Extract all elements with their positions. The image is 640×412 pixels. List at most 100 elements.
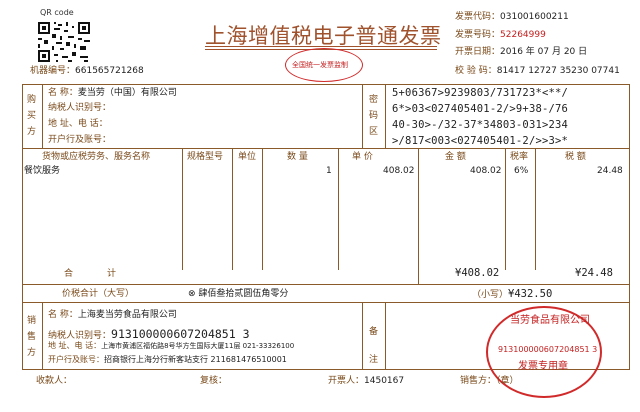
rule-remarks-left [362,302,363,370]
rule-col-rate [505,148,506,270]
drawer-label: 开票人： [328,376,365,386]
payee-field: 收款人： [36,376,72,387]
invoice-seal: 当劳食品有限公司 913100000607204851 3 发票专用章 [486,306,602,398]
rule-col-spec [182,148,183,270]
seller-bank-value: 招商银行上海分行新客站支行 211681476510001 [104,355,287,364]
rule-col-tax [535,148,536,270]
buyer-bank-label: 开户行及账号： [48,135,112,145]
seller-tax-id-label: 纳税人识别号： [48,331,112,341]
drawer-value: 1450167 [364,376,405,386]
payee-label: 收款人： [36,376,73,386]
seller-name-field: 名 称：上海麦当劳食品有限公司 [48,310,177,321]
total-small-label: （小写） [472,290,509,300]
machine-no-value: 661565721268 [75,66,144,76]
item-rate: 6% [514,166,529,176]
item-price: 408.02 [383,166,415,176]
buyer-address-label: 地 址、电 话： [48,119,108,129]
remarks-label: 备注 [369,327,379,365]
supervision-stamp: 全国统一发票监制 [285,48,363,82]
buyer-address-field: 地 址、电 话： [48,119,108,130]
item-tax: 24.48 [597,166,623,176]
check-code-label: 校 验 码： [455,66,497,76]
total-small-field: （小写）¥432.50 [472,289,552,301]
reviewer-field: 复核： [200,376,227,387]
col-header-price: 单 价 [352,152,373,162]
rule-after-total [22,302,630,303]
buyer-bank-field: 开户行及账号： [48,135,111,146]
qr-code-icon [36,20,92,64]
invoice-no-label: 发票号码： [455,30,501,40]
rule-cipher-left [362,84,363,148]
buyer-name-label: 名 称： [48,88,78,98]
col-header-amount: 金 额 [445,152,466,162]
seller-section-label: 销售方 [27,316,37,358]
issue-date-field: 开票日期：2016 年 07 月 20 日 [455,47,587,58]
seller-tax-id-field: 纳税人识别号：913100000607204851 3 [48,323,250,342]
invoice-no-field: 发票号码：52264999 [455,30,546,41]
cipher-line: 6*>03<027405401-2/>9+38-/76 [392,103,569,115]
invoice-no-value: 52264999 [500,30,546,40]
col-header-name: 货物或应税劳务、服务名称 [42,152,151,162]
buyer-tax-id-field: 纳税人识别号： [48,103,111,114]
supervision-stamp-text: 全国统一发票监制 [292,61,348,69]
seal-tax-id: 913100000607204851 3 [498,345,598,354]
buyer-name-value: 麦当劳（中国）有限公司 [77,88,177,98]
seller-bank-field: 开户行及账号：招商银行上海分行新客站支行 211681476510001 [48,355,287,365]
subtotal-amount: ¥408.02 [455,267,500,279]
seller-address-value: 上海市黄浦区福佑路8号华方生国际大厦11层 021-33326100 [101,342,295,350]
rule-col-unit [232,148,233,270]
seller-bank-label: 开户行及账号： [48,355,104,364]
machine-no-label: 机器编号： [30,66,76,76]
drawer-field: 开票人：1450167 [328,376,404,387]
invoice-title: 上海增值税电子普通发票 [205,24,442,48]
seller-stamp-label: 销售方：（章） [460,376,519,386]
subtotal-label-right: 计 [107,269,117,279]
rule-col-price [338,148,339,270]
seller-name-label: 名 称： [48,310,78,320]
subtotal-label-left: 合 [64,269,74,279]
col-header-qty: 数 量 [287,152,308,162]
rule-after-buyer [22,148,630,149]
invoice-table [22,84,630,370]
seller-stamp-field: 销售方：（章） [460,376,519,387]
invoice-code-label: 发票代码： [455,12,501,22]
qr-label: QR code [40,8,74,17]
seller-name-value: 上海麦当劳食品有限公司 [77,310,177,320]
total-circle-icon: ⊗ [188,289,196,299]
buyer-section-label: 购买方 [27,95,37,137]
check-code-field: 校 验 码：81417 12727 35230 07741 [455,66,620,77]
rule-before-total [22,284,630,285]
seller-tax-id-value: 913100000607204851 3 [111,327,250,341]
rule-col-amount [418,148,419,284]
total-label: 价税合计（大写） [62,289,135,299]
buyer-name-field: 名 称：麦当劳（中国）有限公司 [48,88,177,99]
col-header-tax: 税 额 [565,152,586,162]
rule-remarks-right [385,302,386,370]
total-uppercase-value: 肆佰叁拾贰圆伍角零分 [198,289,289,299]
rule-col-qty [262,148,263,270]
subtotal-tax: ¥24.48 [575,267,613,279]
col-header-unit: 单位 [238,152,257,162]
item-name: 餐饮服务 [24,166,61,176]
seal-bottom-text: 发票专用章 [518,361,568,372]
title-underline [205,46,437,47]
total-uppercase-field: ⊗ 肆佰叁拾贰圆伍角零分 [188,289,288,300]
rule-buyer-label [42,84,43,148]
check-code-value: 81417 12727 35230 07741 [496,66,620,76]
seller-address-label: 地 址、电 话： [48,341,102,350]
invoice-code-field: 发票代码：031001600211 [455,12,569,23]
col-header-spec: 规格型号 [187,152,224,162]
machine-no-field: 机器编号：661565721268 [30,66,144,77]
rule-seller-label [42,302,43,370]
item-qty: 1 [326,166,332,176]
issue-date-value: 2016 年 07 月 20 日 [500,47,588,57]
item-amount: 408.02 [470,166,502,176]
total-small-value: ¥432.50 [508,288,553,300]
cipher-line: 5+06367>9239803/731723*<**/ [392,87,569,99]
reviewer-label: 复核： [200,376,228,386]
col-header-rate: 税率 [510,152,529,162]
rule-cipher-right [385,84,386,148]
seal-top-text: 当劳食品有限公司 [510,315,590,326]
issue-date-label: 开票日期： [455,47,501,57]
cipher-line: >/817<003<027405401-2/>>3>* [392,135,569,147]
